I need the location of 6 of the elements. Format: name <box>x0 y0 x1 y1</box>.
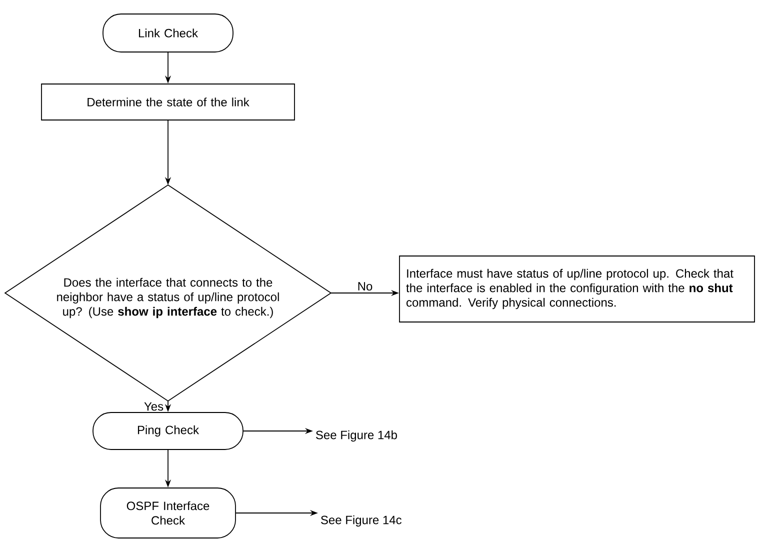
edge-label: No <box>356 281 374 292</box>
process-box: Interface must have status of up/line protocol up. Check that the interface is enabled in the configuration with the no shut command. Verify physical connections. <box>399 256 755 322</box>
process-box: Determine the state of the link <box>41 84 295 120</box>
reference-text: See Figure 14b <box>316 430 397 442</box>
edge-label: Yes <box>142 401 165 412</box>
reference-text: See Figure 14c <box>321 515 402 527</box>
